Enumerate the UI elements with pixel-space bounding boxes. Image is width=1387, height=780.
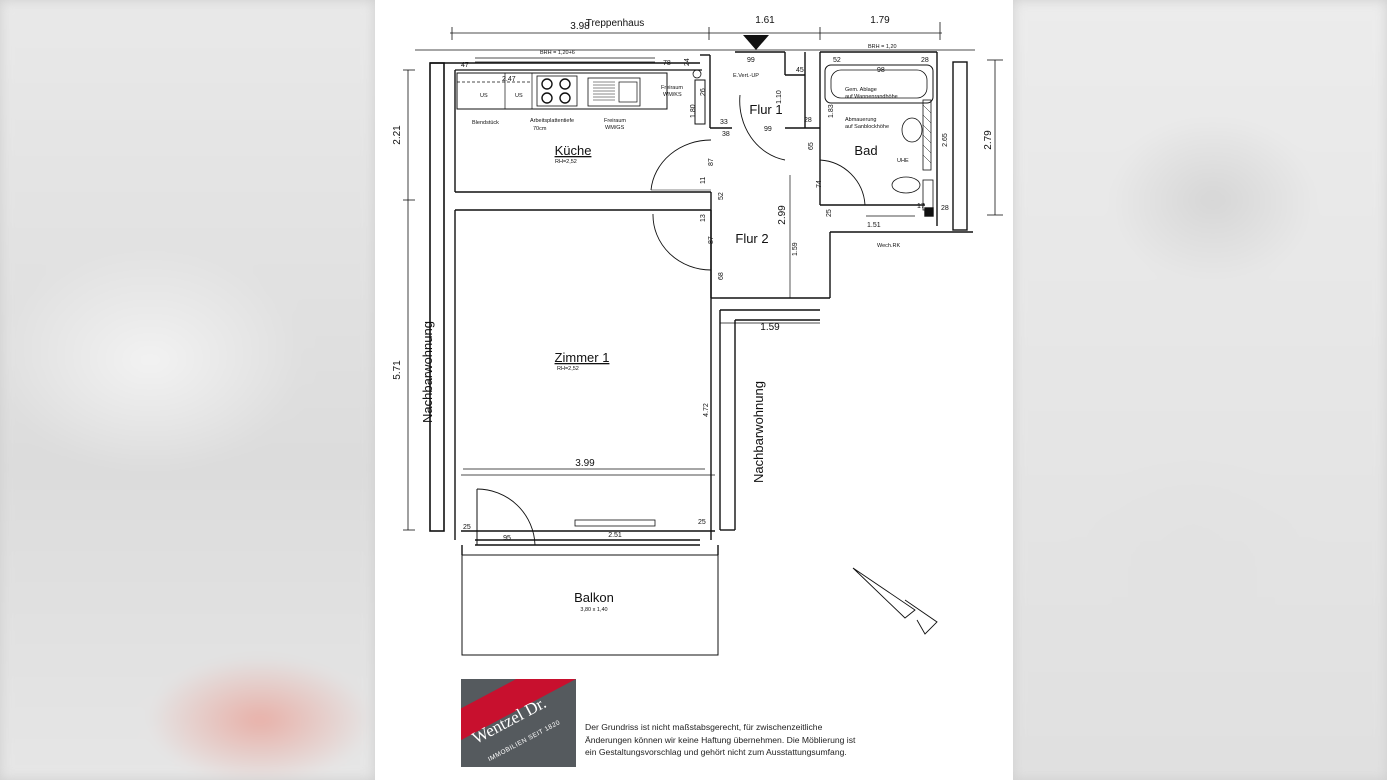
num-28: 28 (921, 57, 929, 64)
disclaimer-line-1: Der Grundriss ist nicht maßstabsgerecht,… (585, 722, 823, 732)
num-87: 87 (708, 158, 715, 166)
num-180: 1.80 (690, 104, 697, 118)
num-17: 17 (917, 203, 925, 210)
dim-zimmer-width: 3.99 (575, 458, 595, 469)
num-74: 74 (816, 180, 823, 188)
num-11: 11 (700, 177, 707, 184)
label-uhe: UHE (897, 158, 909, 164)
label-us-1: US (480, 93, 488, 99)
room-name-bad: Bad (854, 143, 877, 158)
num-25-left: 25 (463, 524, 471, 531)
floor-plan-drawing: Treppenhaus 3.98 1.61 1.79 2.21 5.71 Nac… (392, 15, 1003, 656)
blurred-background-left (0, 0, 375, 780)
num-183: 1.83 (828, 104, 835, 118)
dim-left-upper: 2.21 (392, 125, 403, 145)
label-gem-ablage: Gem. Ablage (845, 87, 877, 93)
num-28c: 28 (941, 205, 949, 212)
dim-flur1-width: 1.10 (776, 90, 783, 104)
label-brh-kitchen: BRH = 1,20+6 (540, 50, 575, 56)
num-65: 65 (808, 142, 815, 150)
dim-notch-width: 1.59 (760, 322, 780, 333)
dim-top-right: 1.79 (870, 15, 890, 26)
room-name-zimmer: Zimmer 1 (555, 350, 610, 365)
num-159: 1.59 (792, 242, 799, 256)
num-38: 38 (722, 131, 730, 138)
label-abmauerung-2: auf Sanblockhöhe (845, 124, 889, 130)
label-arbeitsplatte-2: 70cm (533, 126, 547, 132)
room-name-kueche: Küche (555, 143, 592, 158)
dim-top-left: 3.98 (570, 21, 590, 32)
dim-right-bad: 2.79 (983, 130, 994, 150)
dim-kitchen-wall: 2.47 (502, 76, 516, 83)
num-13: 13 (700, 214, 707, 222)
label-gem-ablage-2: auf Wannenrandhöhe (845, 94, 898, 100)
num-98: 98 (877, 67, 885, 74)
floor-plan-sheet: Treppenhaus 3.98 1.61 1.79 2.21 5.71 Nac… (375, 0, 1013, 780)
num-28b: 28 (804, 117, 812, 124)
num-52: 52 (833, 57, 841, 64)
num-99b: 99 (764, 126, 772, 133)
dim-flur2-height: 2.99 (777, 205, 788, 225)
label-abmauerung: Abmauerung (845, 117, 877, 123)
num-78: 78 (663, 60, 671, 67)
company-logo: Wentzel Dr. IMMOBILIEN SEIT 1820 (461, 679, 576, 767)
entrance-arrow-icon (743, 35, 769, 50)
dim-balkon-door: 95 (503, 535, 511, 542)
num-99: 99 (747, 57, 755, 64)
num-47: 47 (461, 62, 469, 69)
neighbor-label-top: Treppenhaus (586, 18, 645, 29)
num-52b: 52 (718, 192, 725, 200)
disclaimer-line-3: ein Gestaltungsvorschlag und gehört nich… (585, 747, 847, 757)
disclaimer-text: Der Grundriss ist nicht maßstabsgerecht,… (585, 721, 915, 759)
label-arbeitsplatte: Arbeitsplattentiefe (530, 118, 574, 124)
room-size-balkon: 3,80 x 1,40 (580, 607, 607, 613)
dim-bad-wall: 2.65 (942, 133, 949, 147)
label-blendstueck: Blendstück (472, 120, 499, 126)
room-height-zimmer: RH=2,52 (557, 366, 579, 372)
dim-top-mid: 1.61 (755, 15, 775, 26)
label-us-2: US (515, 93, 523, 99)
label-freiraum-wmks-2: WM/KS (663, 92, 682, 98)
room-name-flur1: Flur 1 (749, 102, 782, 117)
disclaimer-line-2: Änderungen können wir keine Haftung über… (585, 734, 856, 745)
label-evert: E.Vert.-UP (733, 73, 759, 79)
num-45: 45 (796, 67, 804, 74)
label-freiraum-wmgs-2: WM/GS (605, 125, 625, 131)
room-name-flur2: Flur 2 (735, 231, 768, 246)
num-24: 24 (684, 58, 691, 66)
label-wechrk: Wech.RK (877, 243, 900, 249)
label-brh-bad: BRH = 1,20 (868, 44, 897, 50)
label-freiraum-wmgs: Freiraum (604, 118, 626, 124)
dim-left-lower: 5.71 (392, 360, 403, 380)
room-height-kueche: RH=2,52 (555, 159, 577, 165)
dim-zimmer-height: 4.72 (703, 403, 710, 417)
blurred-background-right (1013, 0, 1387, 780)
num-87b: 87 (708, 236, 715, 244)
neighbor-label-left: Nachbarwohnung (420, 321, 435, 423)
room-name-balkon: Balkon (574, 590, 614, 605)
num-25a: 25 (826, 209, 833, 217)
num-68: 68 (718, 272, 725, 280)
neighbor-label-right: Nachbarwohnung (751, 381, 766, 483)
num-26: 26 (700, 88, 707, 96)
num-33: 33 (720, 119, 728, 126)
num-25-right: 25 (698, 519, 706, 526)
num-151: 1.51 (867, 222, 881, 229)
label-freiraum-wmks: Freiraum (661, 85, 683, 91)
dim-window: 2.51 (608, 532, 622, 539)
